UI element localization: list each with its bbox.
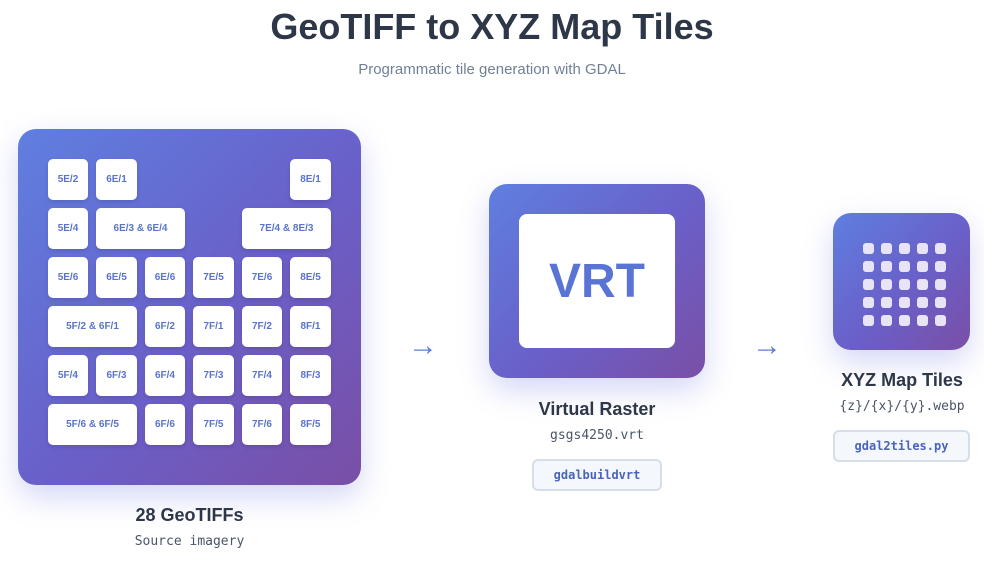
- grid-dot: [917, 243, 928, 254]
- flow-arrow-icon: →: [408, 329, 438, 362]
- gdal2tiles-command: gdal2tiles.py: [833, 430, 970, 462]
- page-subtitle: Programmatic tile generation with GDAL: [358, 61, 626, 78]
- vrt-badge: VRT: [519, 214, 675, 348]
- grid-dot: [899, 261, 910, 272]
- grid-dot: [917, 315, 928, 326]
- grid-dot: [881, 315, 892, 326]
- grid-dot: [863, 315, 874, 326]
- grid-dot: [881, 279, 892, 290]
- geotiff-tile: 7F/6: [242, 404, 282, 445]
- grid-dot: [899, 315, 910, 326]
- grid-dot: [881, 261, 892, 272]
- geotiff-tile: 6F/4: [145, 355, 185, 396]
- grid-dot: [935, 279, 946, 290]
- geotiff-tile: 6E/6: [145, 257, 185, 298]
- grid-dot: [935, 297, 946, 308]
- grid-dot: [917, 297, 928, 308]
- geotiff-tile: 6E/1: [96, 159, 137, 200]
- geotiff-tile: 7F/3: [193, 355, 234, 396]
- grid-dot: [863, 243, 874, 254]
- geotiff-tile: 7E/6: [242, 257, 282, 298]
- geotiff-tile: 8F/3: [290, 355, 331, 396]
- geotiff-tile: 6E/3 & 6E/4: [96, 208, 185, 249]
- source-caption: Source imagery: [134, 534, 245, 549]
- vrt-panel: VRT: [489, 184, 705, 378]
- grid-dot: [863, 297, 874, 308]
- geotiff-tile: 7E/4 & 8E/3: [242, 208, 331, 249]
- xyz-tiles-panel: [833, 213, 970, 350]
- geotiff-tile: 7F/4: [242, 355, 282, 396]
- geotiff-tile: 8E/5: [290, 257, 331, 298]
- grid-dot: [881, 243, 892, 254]
- grid-dot: [935, 315, 946, 326]
- vrt-label: Virtual Raster: [538, 399, 656, 419]
- grid-dot: [917, 279, 928, 290]
- grid-dot: [899, 297, 910, 308]
- geotiff-count-label: 28 GeoTIFFs: [135, 505, 244, 525]
- geotiff-tile: 5F/4: [48, 355, 88, 396]
- geotiff-tile: 7E/5: [193, 257, 234, 298]
- flow-arrow-icon: →: [752, 329, 782, 362]
- xyz-path-pattern: {z}/{x}/{y}.webp: [839, 399, 965, 414]
- geotiff-tile: 8F/1: [290, 306, 331, 347]
- page-title: GeoTIFF to XYZ Map Tiles: [270, 6, 714, 47]
- geotiff-tile: 5E/6: [48, 257, 88, 298]
- grid-dot: [863, 279, 874, 290]
- geotiff-mosaic-panel: 5E/2 6E/1 8E/1 5E/4 6E/3 & 6E/4 7E/4 & 8…: [18, 129, 361, 485]
- xyz-label: XYZ Map Tiles: [841, 370, 963, 390]
- grid-dot: [881, 297, 892, 308]
- geotiff-tile: 6F/6: [145, 404, 185, 445]
- geotiff-tile: 5E/4: [48, 208, 88, 249]
- geotiff-tile: 6E/5: [96, 257, 137, 298]
- grid-dot: [917, 261, 928, 272]
- grid-dot: [935, 243, 946, 254]
- geotiff-tile: 5E/2: [48, 159, 88, 200]
- grid-dot: [899, 279, 910, 290]
- grid-dot: [899, 243, 910, 254]
- geotiff-tile: 7F/5: [193, 404, 234, 445]
- gdalbuildvrt-command: gdalbuildvrt: [532, 459, 662, 491]
- geotiff-tile: 6F/2: [145, 306, 185, 347]
- geotiff-tile: 7F/1: [193, 306, 234, 347]
- grid-dot: [935, 261, 946, 272]
- geotiff-tile: 5F/2 & 6F/1: [48, 306, 137, 347]
- vrt-filename: gsgs4250.vrt: [550, 428, 644, 443]
- grid-dot: [863, 261, 874, 272]
- geotiff-tile: 5F/6 & 6F/5: [48, 404, 137, 445]
- geotiff-tile: 8E/1: [290, 159, 331, 200]
- grid-icon: [833, 213, 970, 350]
- geotiff-tile: 7F/2: [242, 306, 282, 347]
- geotiff-tile: 8F/5: [290, 404, 331, 445]
- geotiff-tile: 6F/3: [96, 355, 137, 396]
